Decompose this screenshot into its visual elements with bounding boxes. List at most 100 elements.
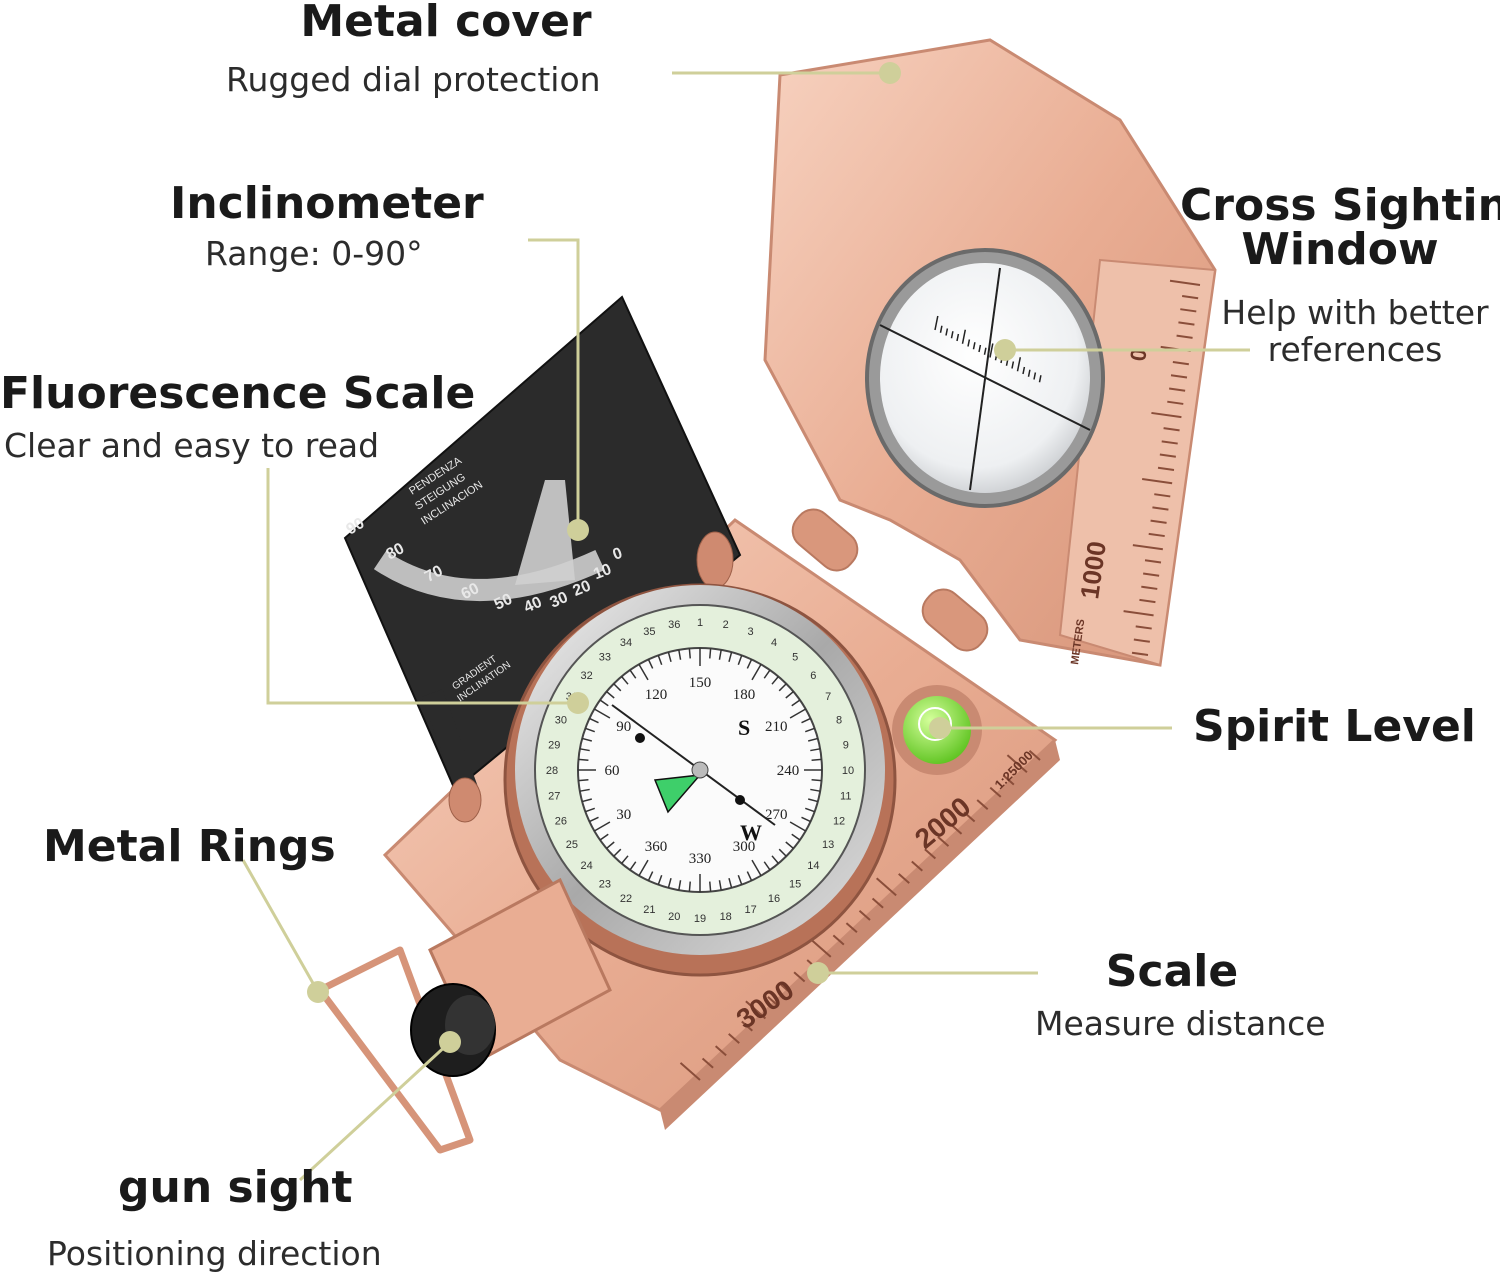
dial-number: 270 [765, 807, 788, 823]
dial-tick [737, 874, 743, 885]
dial-outer-number: 36 [668, 619, 680, 631]
cover-tick [1151, 411, 1182, 419]
baseplate-tick [898, 873, 910, 884]
cover-tick [1178, 321, 1195, 326]
callout-cross-sighting-desc-2: references [1267, 330, 1443, 369]
dot-metal-cover [879, 62, 901, 84]
dot-fluorescence [567, 692, 589, 714]
dial-outer-number: 7 [825, 691, 831, 703]
callout-fluorescence-title: Fluorescence Scale [0, 368, 476, 419]
leader-lines [241, 71, 1250, 1182]
dot-gun-sight [439, 1031, 461, 1053]
cover-tick [1144, 559, 1162, 564]
dial-outer-number: 17 [744, 904, 756, 916]
cover-tick [1170, 374, 1188, 379]
dial-outer-number: 22 [620, 893, 632, 905]
callout-metal-cover-title: Metal cover [300, 0, 592, 47]
callout-metal-rings-title: Metal Rings [43, 821, 336, 872]
crosshair-tick [956, 333, 960, 342]
crosshair-tick [1038, 375, 1042, 383]
callout-gun-sight-desc: Positioning direction [47, 1234, 382, 1273]
dial-outer-number: 12 [833, 816, 845, 828]
dial-tick [613, 848, 622, 857]
crosshair-tick [972, 342, 976, 350]
dial-tick [688, 648, 691, 659]
clinometer-degree-label: 20 [570, 577, 593, 600]
dial-tick [718, 880, 722, 891]
dial-outer-number: 32 [581, 670, 593, 682]
clinometer-degree-label: 50 [492, 591, 515, 614]
clinometer-degree-label: 40 [521, 594, 544, 617]
baseplate-tick [937, 836, 950, 847]
dial-tick [789, 821, 807, 832]
dial-outer-number: 10 [842, 765, 854, 777]
dial-outer-number: 14 [807, 860, 819, 872]
cover-tick [1169, 279, 1201, 286]
dial-tick [778, 683, 787, 692]
baseplate-tick [1028, 750, 1041, 761]
baseplate-tick [679, 1062, 701, 1081]
cover-tick [1123, 610, 1154, 617]
dial-number: 30 [616, 807, 631, 823]
clinometer-degree-label: 70 [422, 562, 446, 585]
dial-outer-number: 30 [555, 714, 567, 726]
dial-tick [728, 877, 733, 889]
dial-number: 150 [689, 675, 712, 691]
spirit-level-target [918, 707, 952, 741]
dial-tick [771, 676, 779, 685]
dial-outer-number: 33 [599, 652, 611, 664]
dial-tick [638, 663, 649, 681]
cover-tick [1135, 625, 1152, 630]
baseplate-tick [793, 971, 806, 983]
cover-tick [1141, 585, 1158, 590]
crosshair-tick [945, 328, 949, 336]
leader-metal-rings [241, 859, 320, 993]
callout-metal-cover-desc: Rugged dial protection [226, 60, 601, 99]
dial-tick [647, 659, 654, 669]
cover-tick [1133, 638, 1150, 643]
dial-tick [593, 708, 611, 719]
baseplate-tick [924, 848, 937, 860]
baseplate-tick [714, 1045, 727, 1057]
cover-tick [1163, 427, 1180, 432]
dial-tick [579, 788, 590, 792]
dial-tick [621, 855, 629, 864]
crosshair-scale [934, 315, 1042, 383]
dot-metal-rings [307, 981, 329, 1003]
dot-spirit-level [929, 717, 951, 739]
dot-inclinometer [567, 519, 589, 541]
baseplate-tick [810, 939, 832, 958]
dial-tick [778, 848, 787, 857]
baseplate-tick [989, 786, 1002, 798]
dial-outer-number: 24 [581, 860, 593, 872]
baseplate-tick [875, 877, 897, 897]
dial-tick [585, 807, 596, 813]
dial-marker-2 [635, 733, 645, 743]
dial-outer-number: 20 [668, 911, 680, 923]
dial-tick [791, 699, 801, 707]
callout-scale-desc: Measure distance [1035, 1004, 1326, 1043]
dial-tick [578, 758, 589, 761]
baseplate-tick [741, 1020, 753, 1032]
dial-tick [606, 691, 615, 699]
dot-scale [807, 962, 829, 984]
dial-tick [807, 737, 819, 742]
dial-outer-number: 26 [555, 816, 567, 828]
dial-tick [785, 841, 794, 849]
baseplate-tick [832, 934, 845, 946]
dial-tick [599, 833, 609, 841]
callout-cross-sighting-title-2: Window [1241, 224, 1439, 275]
dial-tick [578, 779, 589, 782]
cover-tick [1169, 387, 1186, 392]
dial-tick [746, 871, 753, 881]
dial-tick [667, 877, 672, 889]
dot-cross-sighting [994, 339, 1016, 361]
leader-inclinometer [528, 238, 580, 530]
dial-tick [804, 807, 815, 813]
crosshair-tick [989, 343, 994, 358]
cover-tick [1159, 453, 1176, 458]
crosshair-tick [1022, 366, 1026, 375]
